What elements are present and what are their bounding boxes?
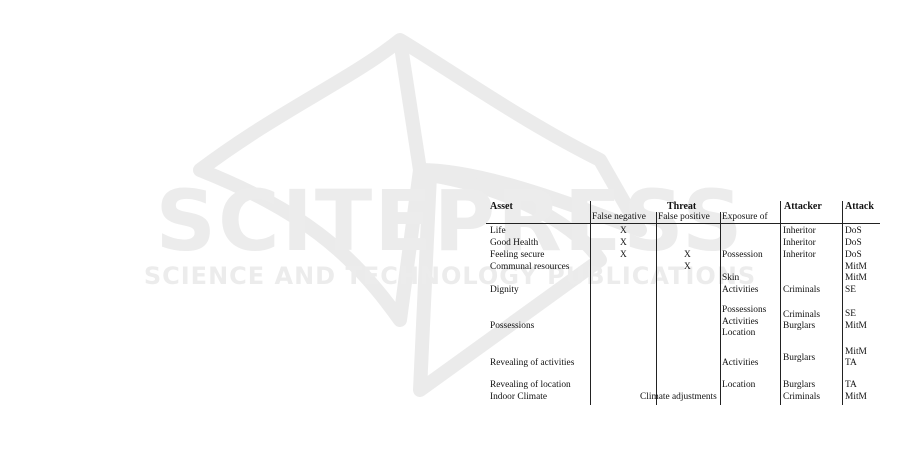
cell-exposure: Location (722, 380, 756, 390)
header-false-positive: False positive (658, 212, 710, 222)
table-divider (590, 201, 591, 405)
cell-attack: SE (845, 309, 856, 319)
cell-exposure: Possession (722, 250, 763, 260)
cell-asset: Life (490, 226, 506, 236)
cell-exposure: Activities (722, 285, 759, 295)
watermark-title: SCITEPRESS (156, 172, 745, 270)
cell-asset: Revealing of activities (490, 358, 575, 368)
cell-exposure: Activities (722, 317, 759, 327)
cell-attack: DoS (845, 250, 862, 260)
cell-attacker: Inheritor (783, 250, 816, 260)
header-threat: Threat (667, 201, 697, 212)
header-exposure-of: Exposure of (722, 212, 768, 222)
cell-attack: MitM (845, 262, 867, 272)
cell-exposure: Activities (722, 358, 759, 368)
cell-attack: DoS (845, 226, 862, 236)
cell-attacker: Burglars (783, 321, 816, 331)
cell-attack: DoS (845, 238, 862, 248)
table-divider (842, 201, 843, 405)
cell-attacker: Inheritor (783, 238, 816, 248)
cell-false-positive: X (684, 262, 691, 272)
cell-attack: MitM (845, 347, 867, 357)
cell-attack: MitM (845, 321, 867, 331)
cell-exposure: Possessions (722, 305, 767, 315)
cell-exposure: Skin (722, 273, 740, 283)
cell-attacker: Burglars (783, 380, 816, 390)
cell-asset: Feeling secure (490, 250, 545, 260)
cell-asset: Possessions (490, 321, 535, 331)
watermark-subtitle: SCIENCE AND TECHNOLOGY PUBLICATIONS (144, 262, 756, 290)
cell-asset: Dignity (490, 285, 519, 295)
cell-asset: Indoor Climate (490, 392, 548, 402)
header-false-negative: False negative (592, 212, 646, 222)
header-attacker: Attacker (784, 201, 822, 212)
cell-asset: Revealing of location (490, 380, 571, 390)
cell-threat-span: Climate adjustments (640, 392, 717, 402)
cell-attack: TA (845, 358, 857, 368)
cell-exposure: Location (722, 328, 756, 338)
cell-false-negative: X (620, 226, 627, 236)
cell-attack: MitM (845, 392, 867, 402)
header-asset: Asset (490, 201, 513, 212)
cell-attacker: Criminals (783, 285, 820, 295)
cell-false-negative: X (620, 250, 627, 260)
cell-attack: MitM (845, 273, 867, 283)
book-logo-icon (193, 33, 647, 397)
header-attack: Attack (845, 201, 874, 212)
cell-attack: SE (845, 285, 856, 295)
cell-attacker: Burglars (783, 353, 816, 363)
cell-false-negative: X (620, 238, 627, 248)
cell-attacker: Criminals (783, 392, 820, 402)
table-divider (780, 201, 781, 405)
cell-attack: TA (845, 380, 857, 390)
cell-asset: Communal resources (490, 262, 570, 272)
cell-asset: Good Health (490, 238, 539, 248)
table-divider (720, 212, 721, 405)
cell-false-positive: X (684, 250, 691, 260)
cell-attacker: Inheritor (783, 226, 816, 236)
table-header-rule (486, 223, 880, 224)
table-divider (656, 212, 657, 405)
cell-attacker: Criminals (783, 310, 820, 320)
